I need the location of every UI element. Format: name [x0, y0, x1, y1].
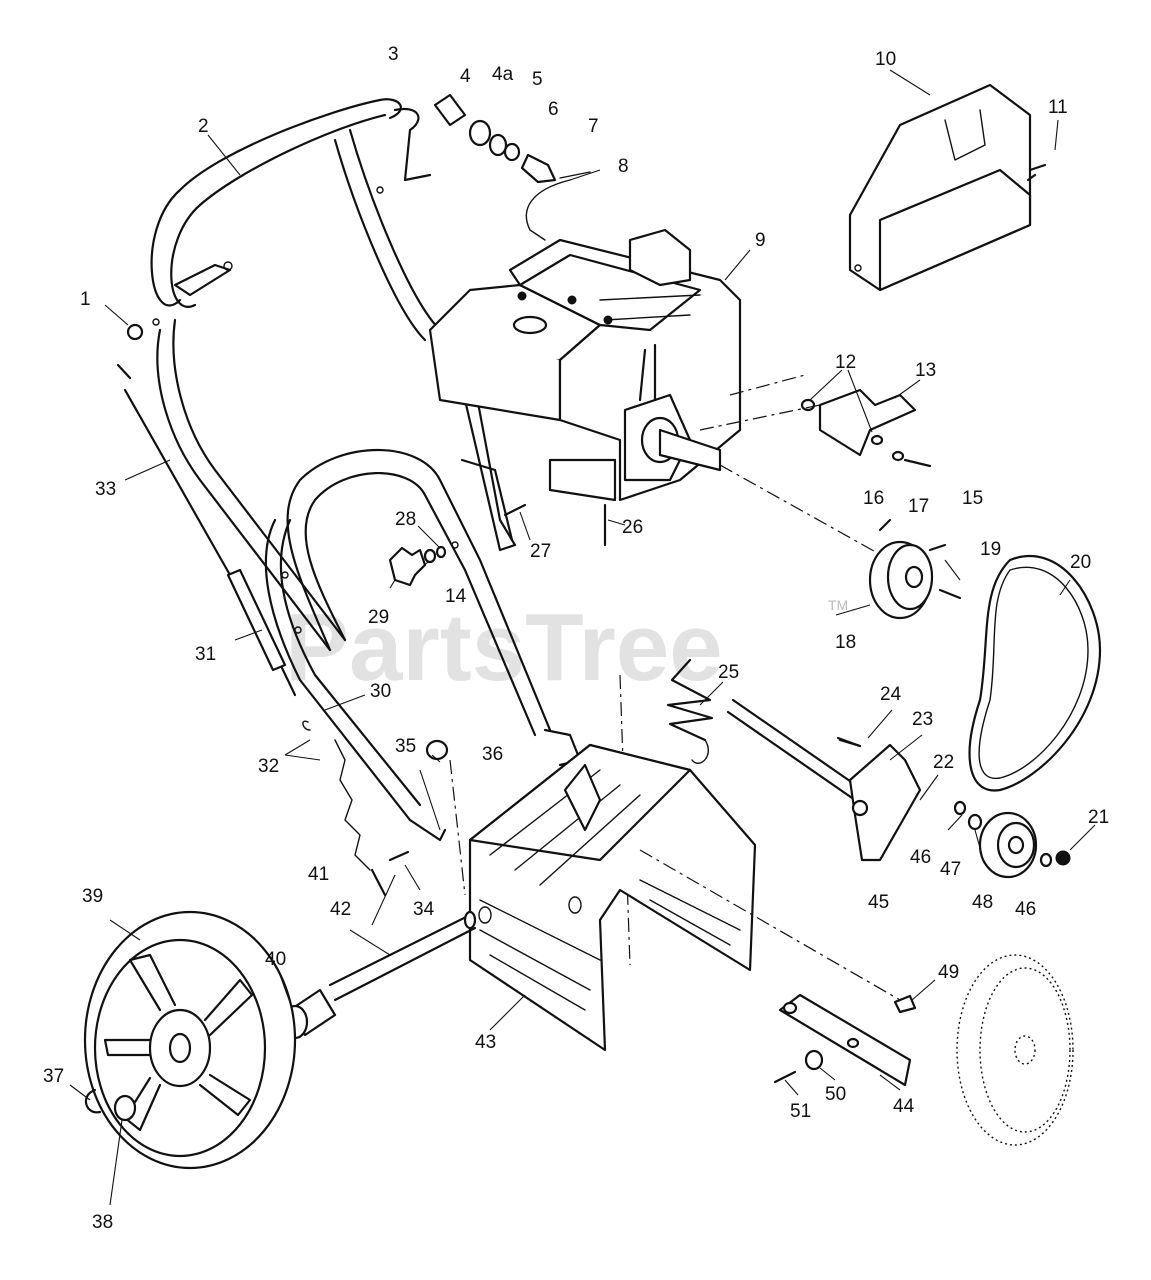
alignment-line-spacer	[449, 759, 466, 896]
lower-handle	[264, 448, 582, 842]
part-label-9: 9	[755, 230, 766, 251]
part-label-3: 3	[388, 44, 399, 65]
part-label-4: 4	[460, 66, 471, 87]
part-label-37: 37	[43, 1066, 64, 1087]
part-label-29: 29	[368, 607, 389, 628]
part-label-44: 44	[893, 1096, 915, 1117]
part-label-33: 33	[95, 479, 116, 500]
part-label-47: 47	[940, 859, 961, 880]
part-label-10: 10	[875, 49, 896, 70]
alignment-line-frame	[639, 849, 901, 1001]
part-label-23: 23	[912, 709, 933, 730]
alignment-line-engine	[699, 374, 821, 431]
part-label-30: 30	[370, 681, 391, 702]
screw-11	[1026, 163, 1047, 182]
part-label-4a: 4a	[492, 64, 514, 85]
part-label-34: 34	[413, 899, 435, 920]
spacer-36	[425, 739, 449, 761]
screw-27	[503, 503, 527, 517]
part-label-2: 2	[198, 116, 209, 137]
nut-1	[126, 323, 144, 341]
part-label-1: 1	[80, 289, 91, 310]
part-label-25: 25	[718, 662, 739, 683]
part-label-16: 16	[863, 488, 884, 509]
frame-housing	[468, 743, 757, 1052]
part-label-6: 6	[548, 99, 559, 120]
handle-frame	[150, 98, 517, 652]
part-label-32: 32	[258, 756, 279, 777]
knob-assembly	[388, 541, 459, 587]
part-label-36: 36	[482, 744, 503, 765]
alignment-line-shaft	[719, 464, 891, 561]
part-label-51: 51	[790, 1101, 811, 1122]
part-label-31: 31	[195, 644, 216, 665]
watermark-text: PartsTree	[285, 594, 723, 701]
part-label-50: 50	[825, 1084, 846, 1105]
idler-bracket	[800, 388, 932, 468]
engine-pulley	[868, 518, 962, 620]
part-label-19: 19	[980, 539, 1001, 560]
part-label-39: 39	[82, 886, 103, 907]
part-label-21: 21	[1088, 807, 1109, 828]
part-label-7: 7	[588, 116, 599, 137]
part-label-42: 42	[330, 899, 351, 920]
axle-bar	[773, 993, 917, 1087]
ignition-parts	[433, 93, 591, 241]
drive-belt	[968, 554, 1102, 792]
belt-cover	[848, 83, 1032, 292]
part-label-43: 43	[475, 1032, 496, 1053]
watermark-trademark: TM	[828, 597, 848, 613]
part-label-13: 13	[915, 360, 936, 381]
part-label-41: 41	[308, 864, 329, 885]
part-label-15: 15	[962, 488, 983, 509]
part-label-46-left: 46	[910, 847, 931, 868]
idler-pulley	[953, 800, 1071, 879]
part-label-27: 27	[530, 541, 551, 562]
part-label-20: 20	[1070, 552, 1091, 573]
leader-lines	[69, 69, 1096, 1206]
part-label-22: 22	[933, 752, 954, 773]
part-label-11: 11	[1048, 97, 1068, 118]
part-label-14: 14	[445, 586, 467, 607]
idler-arm	[838, 738, 922, 862]
part-label-46-right: 46	[1015, 899, 1036, 920]
part-label-5: 5	[532, 69, 543, 90]
part-label-48: 48	[972, 892, 993, 913]
left-wheel	[83, 910, 297, 1170]
part-label-49: 49	[938, 962, 959, 983]
right-wheel-outline	[956, 954, 1074, 1146]
spring-and-shaft	[619, 658, 862, 966]
part-label-45: 45	[868, 892, 889, 913]
part-label-28: 28	[395, 509, 416, 530]
part-label-40: 40	[265, 949, 286, 970]
part-label-35: 35	[395, 736, 416, 757]
part-labels: 1 2 3 4 4a 5 6 7 8 9 10 11 12 13 14 15 1…	[43, 44, 1109, 1233]
screw-24	[836, 736, 862, 748]
part-label-8: 8	[618, 156, 629, 177]
part-label-12: 12	[835, 352, 856, 373]
axle	[281, 910, 477, 1040]
part-label-17: 17	[908, 496, 929, 517]
part-label-18: 18	[835, 632, 856, 653]
engine	[428, 228, 742, 502]
part-label-26: 26	[622, 517, 643, 538]
part-label-24: 24	[880, 684, 902, 705]
cable-chain-parts	[116, 363, 410, 897]
part-label-38: 38	[92, 1212, 113, 1233]
